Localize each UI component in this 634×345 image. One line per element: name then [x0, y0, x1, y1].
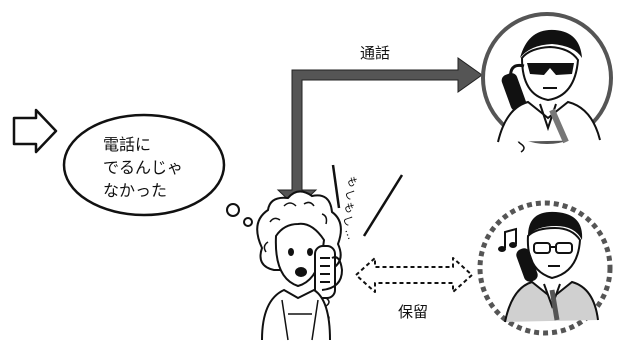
- woman-on-phone-icon: [256, 190, 344, 341]
- speech-lines: も し も し …: [331, 164, 404, 242]
- bubble-line-3: なかった: [103, 181, 167, 200]
- sunglasses-man-icon: [497, 29, 601, 153]
- call-arrow: 通話: [276, 44, 483, 209]
- bubble-line-2: でるんじゃ: [103, 158, 183, 177]
- side-char-5: …: [342, 227, 358, 242]
- side-char-3: も: [341, 201, 357, 216]
- left-hollow-arrow-icon: [12, 108, 58, 154]
- call-label: 通話: [360, 44, 390, 62]
- bubble-line-1: 電話に: [103, 135, 151, 154]
- glasses-man-icon: [498, 211, 599, 323]
- side-char-1: も: [344, 175, 360, 190]
- hold-arrow: 保留: [355, 257, 473, 321]
- hold-label: 保留: [398, 303, 428, 321]
- side-char-2: し: [342, 188, 358, 203]
- speech-bubble: 電話に でるんじゃ なかった: [62, 113, 253, 227]
- side-char-4: し: [340, 214, 356, 229]
